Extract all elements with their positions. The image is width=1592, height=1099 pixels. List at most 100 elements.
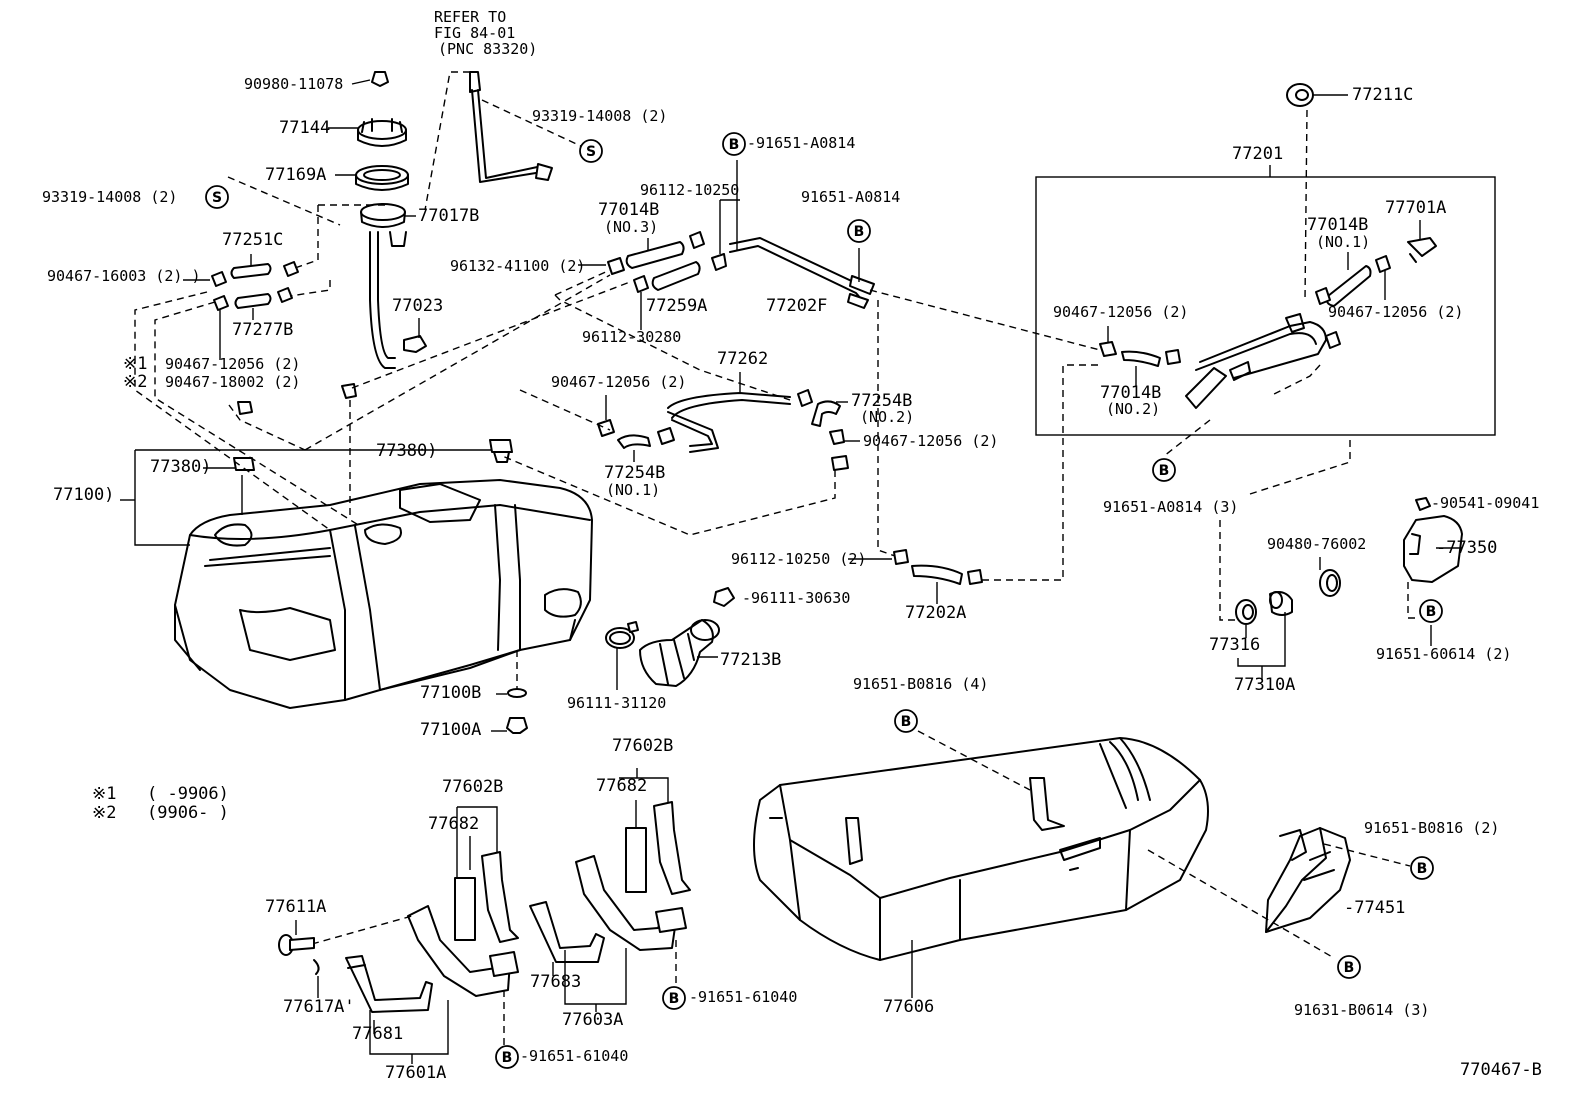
- label-p77617A: 77617A': [283, 997, 355, 1017]
- clamp-96112-10250: [893, 549, 909, 565]
- label-p91651-e: 91651-B0816 (4): [853, 675, 988, 693]
- marker-c-b-2: B: [847, 219, 871, 243]
- label-pmark1: ※1: [123, 354, 147, 374]
- hose-77277b: [234, 293, 272, 309]
- marker-c-b-4: B: [1419, 599, 1443, 623]
- marker-circle: [1152, 458, 1176, 482]
- clamp-77262-end: [797, 389, 813, 407]
- clamp-90467-no2: [829, 429, 845, 445]
- clamp-96112-a: [689, 231, 705, 249]
- marker-circle: [662, 986, 686, 1010]
- label-p90480: 90480-76002: [1267, 535, 1366, 553]
- label-p77602B-r: 77602B: [612, 736, 673, 756]
- marker-c-b-7: B: [1337, 955, 1361, 979]
- label-p96111-30630: -96111-30630: [742, 589, 850, 607]
- label-p91631: 91631-B0614 (3): [1294, 1001, 1429, 1019]
- label-p77380-r: 77380): [376, 441, 437, 461]
- marker-letter: S: [586, 144, 596, 160]
- label-p91651-f: 91651-B0816 (2): [1364, 819, 1499, 837]
- label-p96112-c: 96112-10250 (2): [731, 550, 866, 568]
- marker-c-b-6: B: [1410, 856, 1434, 880]
- clamp-96132: [607, 257, 625, 275]
- clamp-96111-30630: [713, 587, 735, 607]
- label-p90980: 90980-11078: [244, 75, 343, 93]
- label-p77014B-2: 77014B: [1100, 383, 1161, 403]
- marker-letter: B: [669, 991, 680, 1007]
- label-refer-3: (PNC 83320): [438, 40, 537, 58]
- label-pno2a: (NO.2): [860, 408, 914, 426]
- label-p90467-b: 90467-12056 (2): [551, 373, 686, 391]
- label-p77254B-1: 77254B: [604, 463, 665, 483]
- label-refer-2: FIG 84-01: [434, 24, 515, 42]
- label-p77100B: 77100B: [420, 683, 481, 703]
- hose-77254b-no2: [811, 400, 841, 427]
- pipe-reference-fig-84-01: [469, 71, 553, 183]
- label-p77213B: 77213B: [720, 650, 781, 670]
- assembly-box-77201: [1035, 176, 1496, 436]
- label-p90467-16003: 90467-16003 (2) ): [47, 267, 201, 285]
- grommet-mid: [831, 455, 849, 471]
- marker-circle: [495, 1045, 519, 1069]
- label-p77201: 77201: [1232, 144, 1283, 164]
- marker-circle: [579, 139, 603, 163]
- marker-c-b-5: B: [894, 709, 918, 733]
- clamp-90467-no1-b: [657, 427, 675, 445]
- clamp-96112-c: [711, 253, 727, 271]
- label-p77277B: 77277B: [232, 320, 293, 340]
- grommet-left-small: [237, 401, 253, 415]
- strap-77603a: [575, 855, 687, 951]
- strap-77683: [529, 901, 605, 963]
- label-p96132: 96132-41100 (2): [450, 257, 585, 275]
- label-p91651-d: 91651-60614 (2): [1376, 645, 1511, 663]
- marker-c-b-1: B: [722, 132, 746, 156]
- marker-letter: B: [1344, 960, 1355, 976]
- label-pno1b: (NO.1): [1316, 233, 1370, 251]
- clamp-90467-a: [211, 271, 227, 287]
- clip-77617a: [313, 959, 320, 975]
- marker-letter: B: [729, 137, 740, 153]
- label-pno3: (NO.3): [604, 218, 658, 236]
- label-p77144: 77144: [279, 118, 330, 138]
- marker-letter: B: [502, 1050, 513, 1066]
- pad-77682-right: [625, 827, 647, 893]
- marker-letter: B: [1159, 463, 1170, 479]
- label-p77451: -77451: [1344, 898, 1405, 918]
- label-p96112-a: 96112-10250: [640, 181, 739, 199]
- clip-tank-upper: [341, 383, 357, 399]
- drain-plug-77100a: [506, 717, 528, 734]
- label-p77606: 77606: [883, 997, 934, 1017]
- label-p77602B-l: 77602B: [442, 777, 503, 797]
- pad-77682-left: [454, 877, 476, 941]
- marker-circle: [1419, 599, 1443, 623]
- marker-c-b-3: B: [1152, 458, 1176, 482]
- label-p77254B-2: 77254B: [851, 391, 912, 411]
- protector-77606: [753, 737, 1209, 961]
- clamp-90467-r3: [1099, 341, 1117, 357]
- bracket-77602b-left: [481, 851, 519, 943]
- marker-circle: [894, 709, 918, 733]
- label-pfig: 770467-B: [1460, 1060, 1542, 1080]
- label-p77601A: 77601A: [385, 1063, 446, 1083]
- marker-letter: B: [901, 714, 912, 730]
- label-p77014B-3: 77014B: [598, 200, 659, 220]
- label-p77100: 77100): [53, 485, 114, 505]
- hose-77014b-no1: [1325, 265, 1372, 307]
- hose-77202a: [911, 564, 963, 585]
- label-nmark1: ※1: [92, 784, 116, 804]
- clamp-90467-r2: [1375, 255, 1391, 273]
- label-p91651-61040-r: -91651-61040: [689, 988, 797, 1006]
- clamp-96111-31120: [605, 621, 639, 649]
- clamp-90467-b: [283, 261, 299, 277]
- label-p77316: 77316: [1209, 635, 1260, 655]
- marker-letter: B: [1426, 604, 1437, 620]
- label-p90467-18002: 90467-18002 (2): [165, 373, 300, 391]
- pipe-77202f: [729, 237, 875, 309]
- label-p77603A: 77603A: [562, 1010, 623, 1030]
- hose-77259a: [651, 261, 701, 291]
- grommet-77380-right: [489, 439, 513, 463]
- marker-circle: [1337, 955, 1361, 979]
- fuel-tank-77100: [174, 479, 593, 709]
- clamp-90467-r1: [1315, 287, 1331, 305]
- label-p77202F: 77202F: [766, 296, 827, 316]
- gasket-77100b: [507, 688, 527, 698]
